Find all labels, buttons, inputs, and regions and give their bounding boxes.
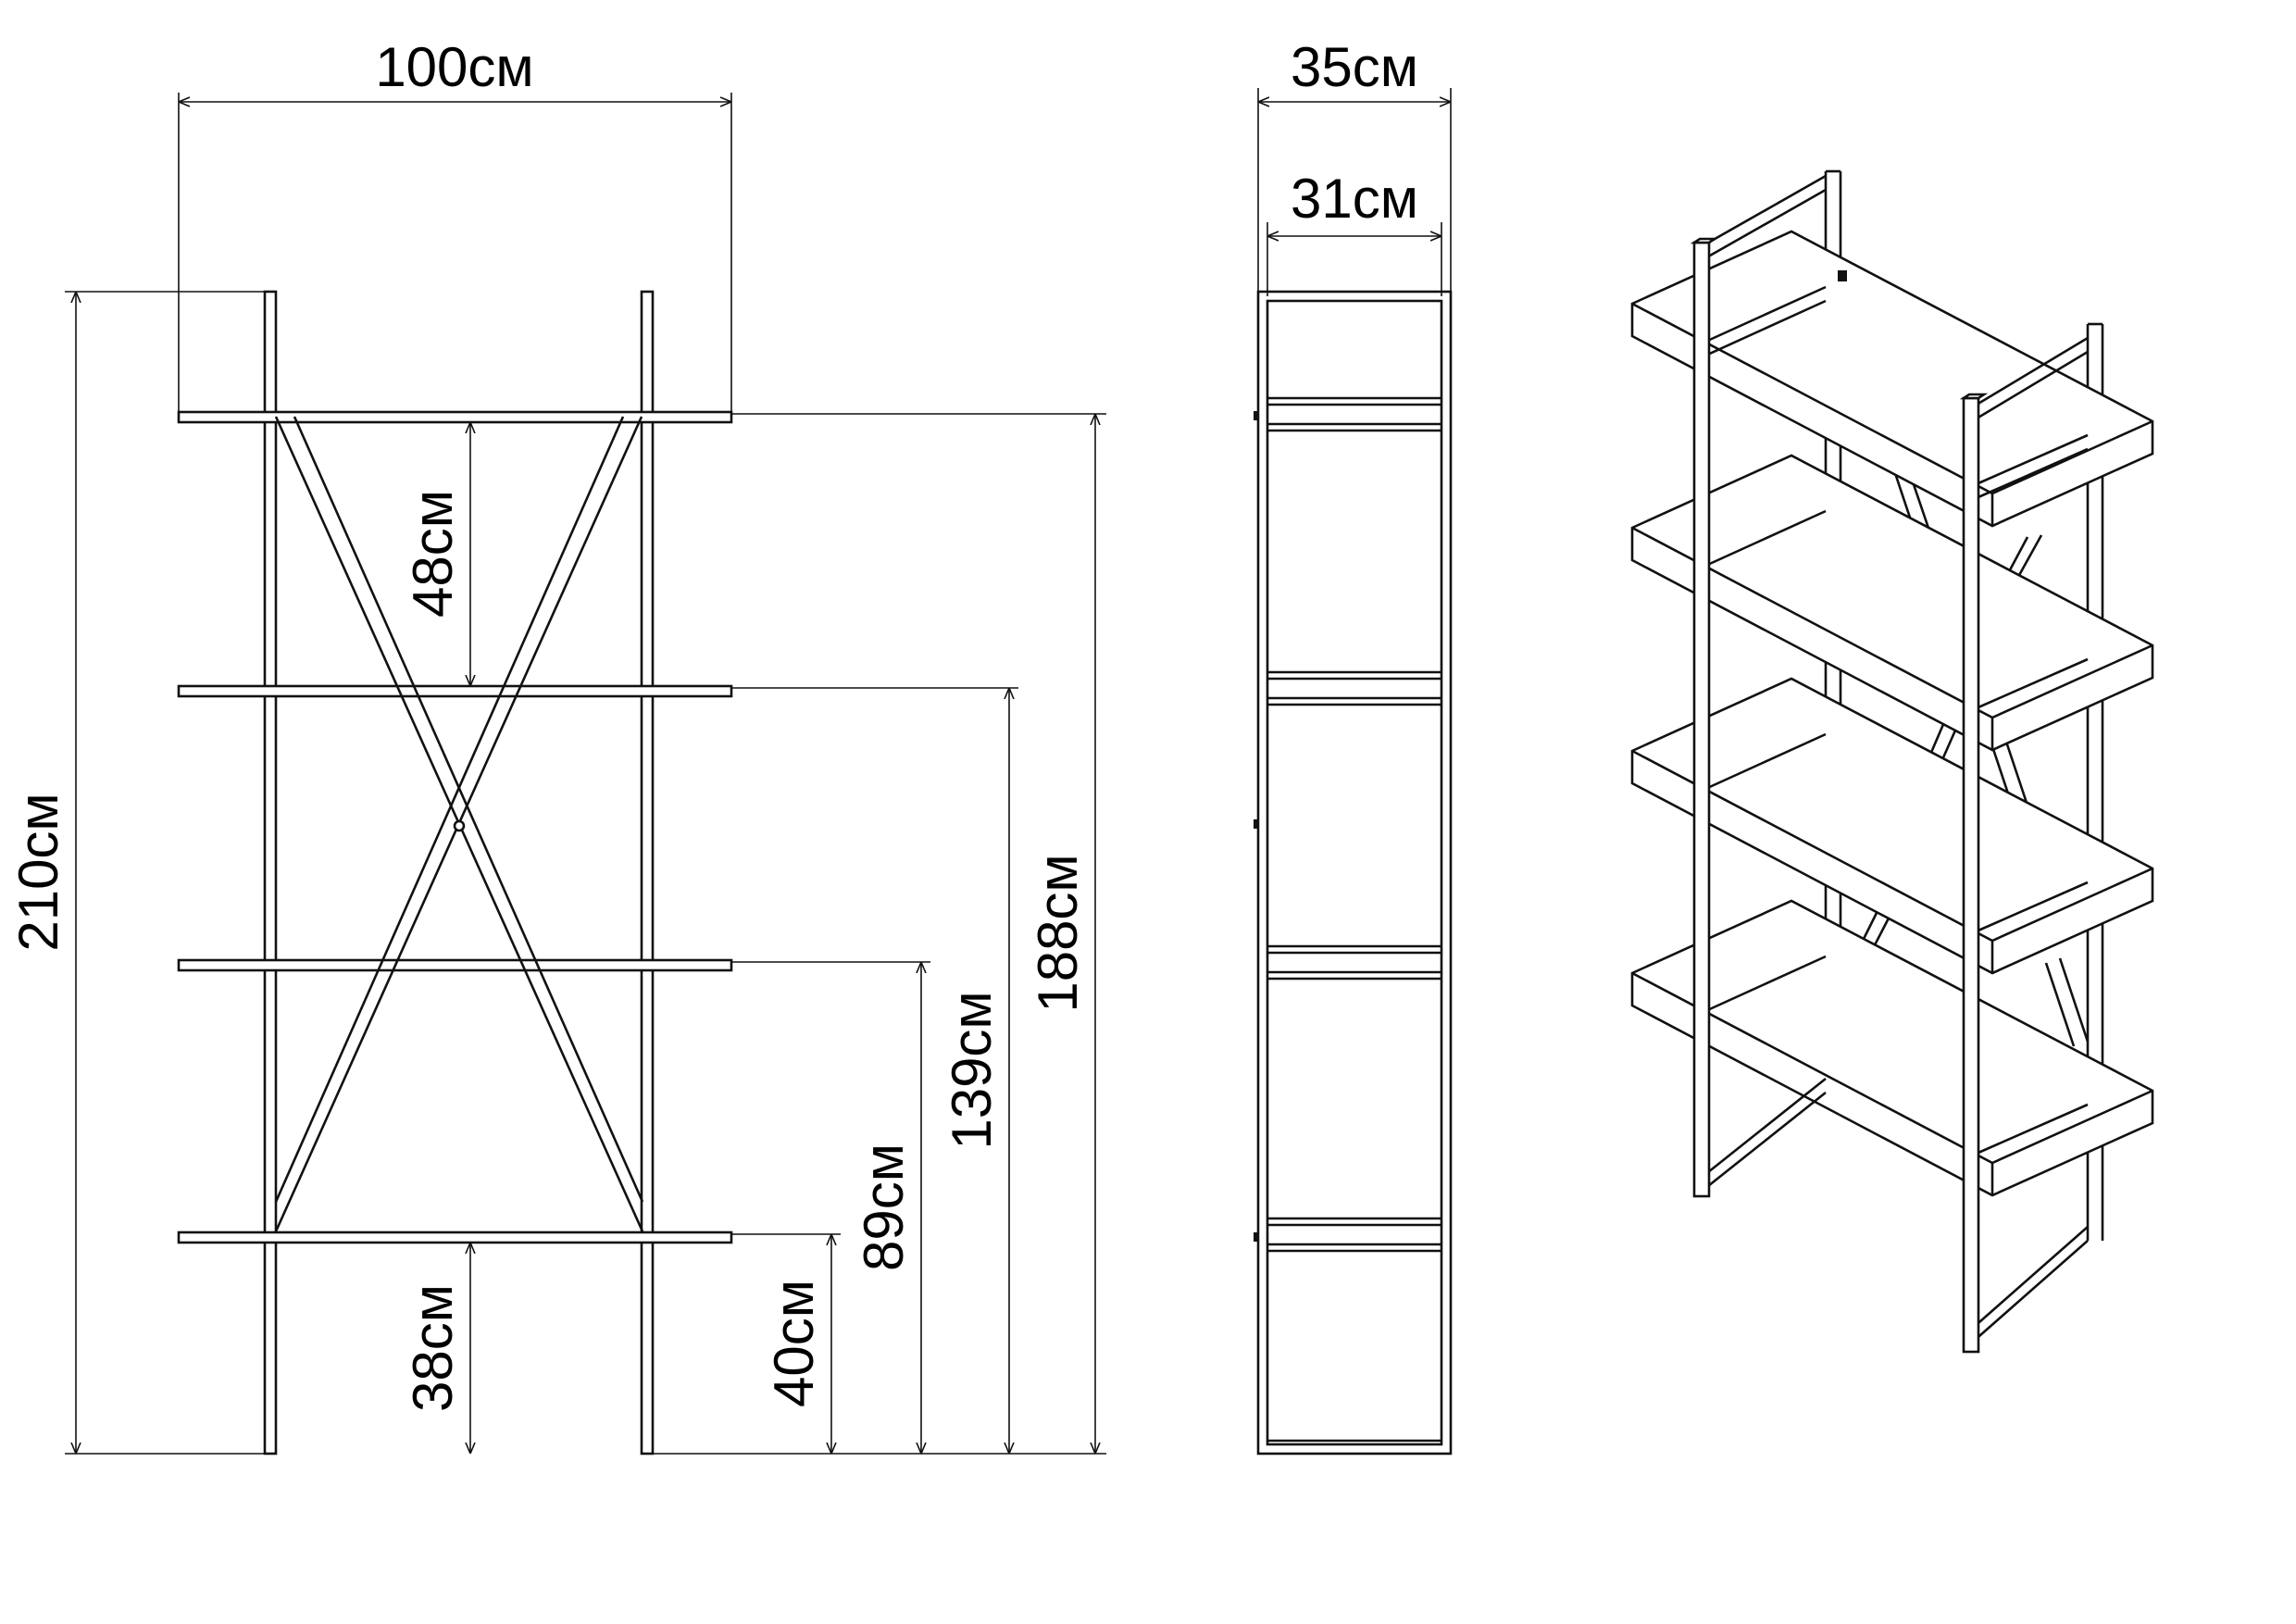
front-left-upright — [263, 290, 278, 1455]
side-view: 35см 31см — [1254, 36, 1453, 1455]
front-shelf-bottom — [177, 1230, 733, 1244]
third-shelf-height-label: 139см — [941, 991, 1003, 1149]
front-shelf-second — [177, 958, 733, 972]
side-shelf-third — [1267, 670, 1441, 706]
iso-shelf-third — [1630, 454, 2154, 752]
front-view: 100см 210см 188см 139см 89см 40см 48см 3… — [7, 36, 1106, 1455]
shelf-spacing-label: 48см — [402, 490, 464, 618]
iso-top-left-rail — [1703, 174, 1827, 261]
isometric-view — [1630, 169, 2154, 1354]
iso-front-left-upright — [1690, 237, 1719, 1198]
side-outer-frame — [1256, 290, 1453, 1455]
iso-front-right-upright — [1959, 393, 1989, 1354]
width-dimension-label: 100см — [375, 36, 533, 98]
iso-shelf-second — [1630, 677, 2154, 975]
second-shelf-height-label: 89см — [853, 1143, 915, 1271]
top-shelf-height-label: 188см — [1027, 854, 1089, 1012]
outer-depth-label: 35см — [1291, 36, 1418, 98]
bottom-shelf-height-label: 40см — [763, 1280, 825, 1407]
iso-left-side-frame — [1703, 285, 1827, 1192]
inner-depth-label: 31см — [1291, 168, 1418, 230]
front-x-bracing — [274, 416, 644, 1232]
floor-clearance-label: 38см — [402, 1284, 464, 1412]
side-shelf-second — [1267, 944, 1441, 981]
front-right-upright — [640, 290, 655, 1455]
iso-right-side-frame — [1971, 336, 2089, 1343]
side-shelf-top — [1267, 396, 1441, 432]
front-shelf-third — [177, 684, 733, 698]
iso-shelf-bottom — [1630, 899, 2154, 1197]
front-shelf-top — [177, 410, 733, 424]
total-height-label: 210см — [7, 793, 69, 951]
side-shelf-bottom — [1267, 1217, 1441, 1253]
iso-shelf-top — [1630, 230, 2154, 528]
